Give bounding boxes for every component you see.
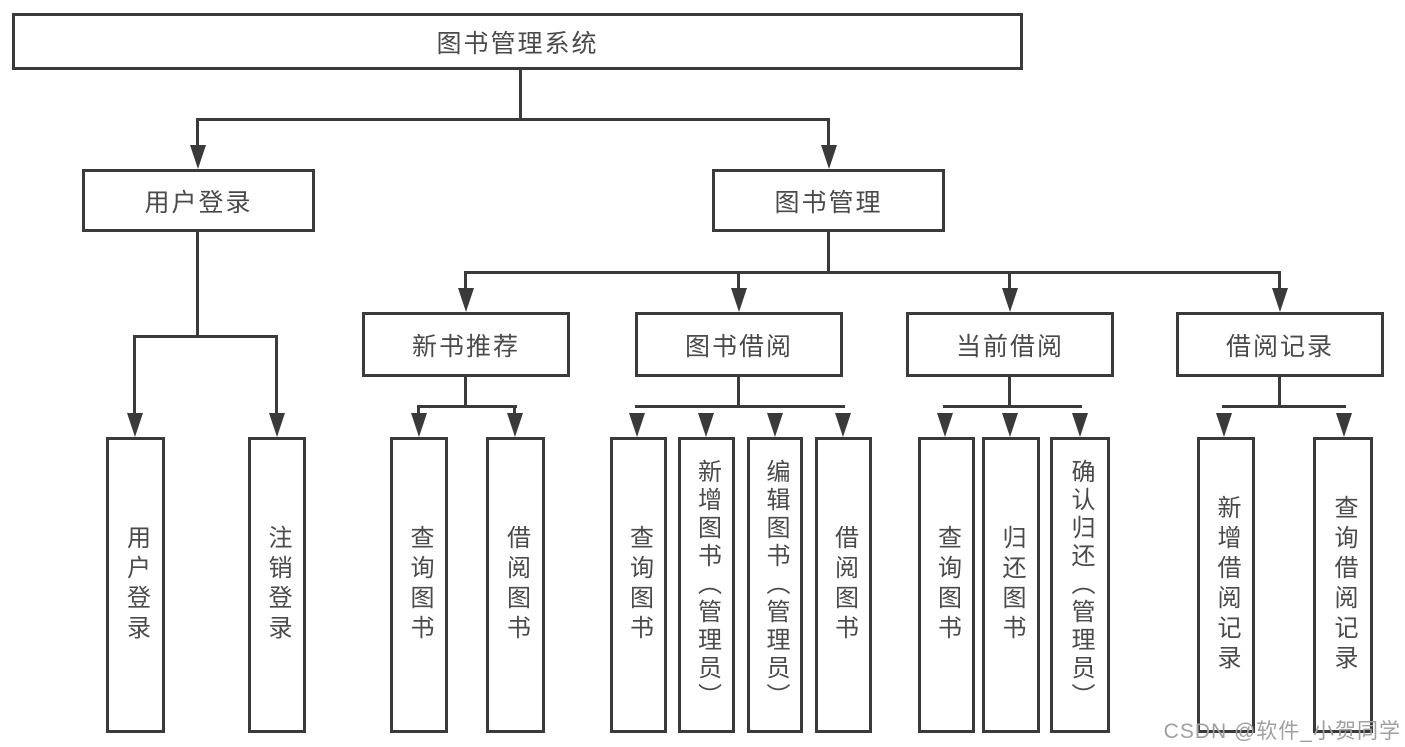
- node-user-login-label: 用户登录: [144, 188, 253, 217]
- leaf-query-books-1: 查询图书: [390, 437, 448, 733]
- leaf-add-borrow-record-label: 新增借阅记录: [1213, 495, 1240, 675]
- arrow-down-icon: [269, 413, 285, 437]
- arrow-down-icon: [1002, 288, 1018, 312]
- arrow-down-icon: [458, 288, 474, 312]
- node-book-borrow: 图书借阅: [635, 312, 843, 377]
- node-new-books: 新书推荐: [362, 312, 570, 377]
- arrow-down-icon: [190, 145, 206, 169]
- connector-borrow-records-stub: [1278, 377, 1281, 405]
- leaf-logout-label: 注销登录: [264, 525, 291, 645]
- connector-arm-book-borrow: [737, 271, 740, 288]
- leaf-query-books-3-label: 查询图书: [933, 525, 961, 645]
- arrow-down-icon: [937, 413, 953, 437]
- leaf-return-books-label: 归还图书: [998, 525, 1025, 645]
- arrow-down-icon: [767, 413, 783, 437]
- connector-book-mgmt-stub: [827, 232, 830, 271]
- arrow-down-icon: [1002, 413, 1018, 437]
- leaf-confirm-return-admin: 确认归还（管理员）: [1050, 437, 1110, 733]
- connector-current-borrow-stub: [1008, 377, 1011, 405]
- connector-arm-new-books: [464, 271, 467, 288]
- connector-arm: [417, 405, 420, 413]
- connector-arm-user-login: [196, 118, 199, 148]
- node-new-books-label: 新书推荐: [411, 332, 520, 361]
- connector-l3-split: [464, 271, 1281, 274]
- leaf-borrow-books-2: 借阅图书: [815, 437, 872, 733]
- node-book-mgmt: 图书管理: [712, 169, 945, 232]
- connector-user-login-split: [133, 335, 278, 338]
- connector-arm-login-leaf: [133, 335, 136, 413]
- connector-new-books-split: [417, 405, 517, 408]
- leaf-add-borrow-record: 新增借阅记录: [1197, 437, 1255, 733]
- node-borrow-records-label: 借阅记录: [1225, 332, 1334, 361]
- csdn-watermark: CSDN @软件_小贺同学: [1163, 720, 1401, 743]
- connector-arm-logout-leaf: [275, 335, 278, 413]
- leaf-edit-books-admin-label: 编辑图书（管理员）: [762, 459, 789, 711]
- arrow-down-icon: [1336, 413, 1352, 437]
- leaf-query-borrow-record: 查询借阅记录: [1313, 437, 1373, 733]
- arrow-down-icon: [507, 413, 523, 437]
- node-book-mgmt-label: 图书管理: [774, 188, 883, 217]
- leaf-confirm-return-admin-label: 确认归还（管理员）: [1067, 459, 1094, 711]
- node-root: 图书管理系统: [12, 13, 1023, 70]
- leaf-borrow-books-1-label: 借阅图书: [502, 525, 530, 645]
- arrow-down-icon: [698, 413, 714, 437]
- connector-arm-current-borrow: [1008, 271, 1011, 288]
- leaf-borrow-books-1: 借阅图书: [486, 437, 545, 733]
- leaf-borrow-books-2-label: 借阅图书: [830, 525, 858, 645]
- arrow-down-icon: [731, 288, 747, 312]
- leaf-query-borrow-record-label: 查询借阅记录: [1330, 495, 1357, 675]
- node-current-borrow-label: 当前借阅: [955, 332, 1064, 361]
- leaf-edit-books-admin: 编辑图书（管理员）: [747, 437, 803, 733]
- leaf-user-login-label: 用户登录: [122, 525, 150, 645]
- leaf-logout: 注销登录: [248, 437, 306, 733]
- connector-root-stub: [519, 70, 522, 118]
- arrow-down-icon: [127, 413, 143, 437]
- leaf-query-books-2: 查询图书: [610, 437, 667, 733]
- arrow-down-icon: [1272, 288, 1288, 312]
- connector-l2-split: [196, 118, 830, 121]
- connector-user-login-stub: [196, 232, 199, 335]
- connector-current-borrow-split: [943, 405, 1082, 408]
- leaf-add-books-admin: 新增图书（管理员）: [678, 437, 735, 733]
- arrow-down-icon: [1216, 413, 1232, 437]
- leaf-user-login: 用户登录: [106, 437, 165, 733]
- node-borrow-records: 借阅记录: [1176, 312, 1384, 377]
- connector-arm: [513, 405, 516, 413]
- leaf-return-books: 归还图书: [982, 437, 1040, 733]
- arrow-down-icon: [821, 145, 837, 169]
- leaf-query-books-3: 查询图书: [918, 437, 975, 733]
- connector-book-borrow-stub: [737, 377, 740, 405]
- connector-book-borrow-split: [635, 405, 845, 408]
- connector-arm-book-mgmt: [827, 118, 830, 148]
- node-book-borrow-label: 图书借阅: [684, 332, 793, 361]
- leaf-query-books-2-label: 查询图书: [625, 525, 653, 645]
- arrow-down-icon: [1072, 413, 1088, 437]
- connector-new-books-stub: [464, 377, 467, 405]
- arrow-down-icon: [629, 413, 645, 437]
- leaf-query-books-1-label: 查询图书: [406, 525, 433, 645]
- arrow-down-icon: [411, 413, 427, 437]
- arrow-down-icon: [835, 413, 851, 437]
- node-user-login: 用户登录: [82, 169, 315, 232]
- node-root-label: 图书管理系统: [436, 29, 599, 58]
- connector-arm-borrow-records: [1278, 271, 1281, 288]
- leaf-add-books-admin-label: 新增图书（管理员）: [693, 459, 721, 711]
- connector-borrow-records-split: [1222, 405, 1346, 408]
- node-current-borrow: 当前借阅: [906, 312, 1114, 377]
